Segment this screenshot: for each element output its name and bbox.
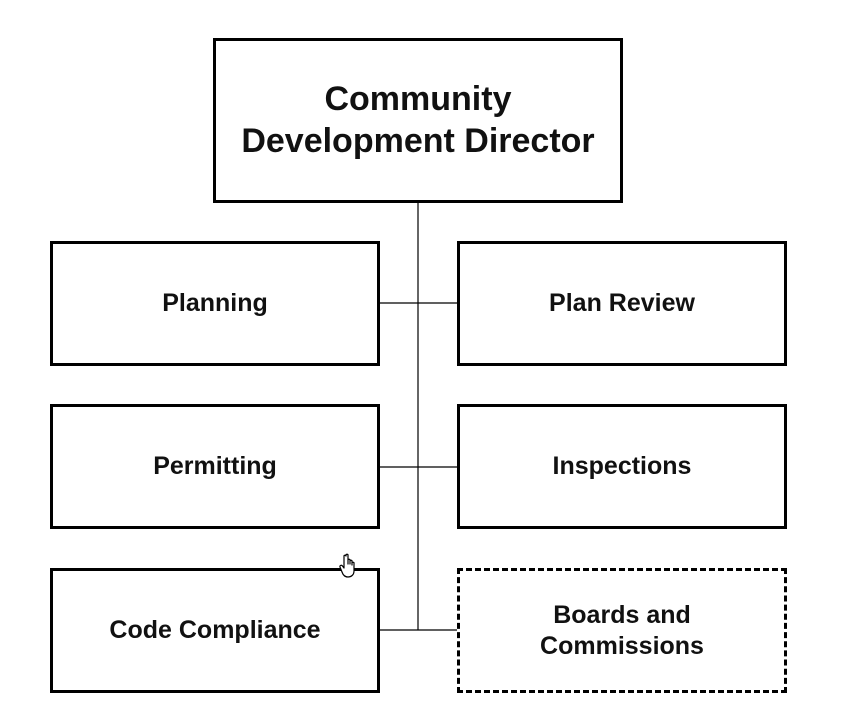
plan-review-label: Plan Review [549,289,695,318]
code-compliance-label: Code Compliance [109,616,321,645]
inspections-label: Inspections [552,452,692,481]
plan-review-box[interactable]: Plan Review [457,241,787,366]
permitting-box[interactable]: Permitting [50,404,380,529]
boards-and-commissions-box[interactable]: Boards and Commissions [457,568,787,693]
inspections-box[interactable]: Inspections [457,404,787,529]
planning-box[interactable]: Planning [50,241,380,366]
boards-and-commissions-label: Boards and Commissions [540,601,704,660]
director-label: Community Development Director [241,80,595,160]
permitting-label: Permitting [153,452,277,481]
planning-label: Planning [162,289,268,318]
code-compliance-box[interactable]: Code Compliance [50,568,380,693]
hand-pointer-icon [339,553,355,578]
director-box[interactable]: Community Development Director [213,38,623,203]
